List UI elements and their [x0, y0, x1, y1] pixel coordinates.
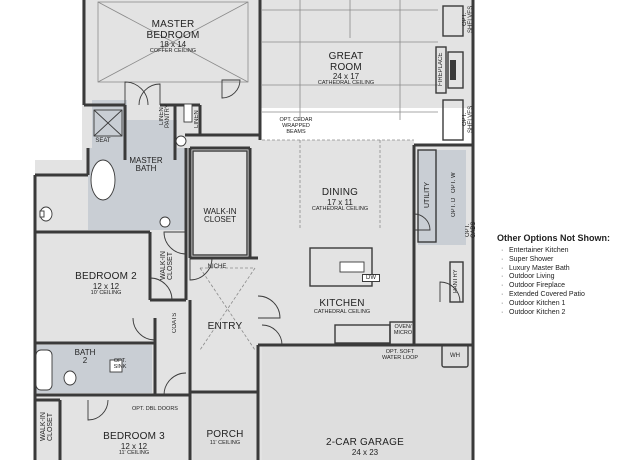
- options-item: Super Shower: [501, 256, 637, 265]
- bath2-name-2: 2: [82, 356, 88, 366]
- bedroom3-name: BEDROOM 3: [103, 431, 165, 442]
- great-room-note: CATHEDRAL CEILING: [317, 80, 375, 87]
- master-bedroom-dims: 18 x 14: [159, 40, 187, 49]
- seat-label: SEAT: [95, 138, 111, 144]
- dining-note: CATHEDRAL CEILING: [311, 205, 369, 212]
- bedroom2-name: BEDROOM 2: [75, 271, 137, 282]
- opt-cedar-2: WRAPPED: [282, 122, 310, 129]
- options-item: Outdoor Fireplace: [501, 282, 637, 291]
- ceiling-lines: [97, 0, 438, 351]
- bedroom2-dims: 12 x 12: [92, 281, 120, 291]
- kitchen-note: CATHEDRAL CEILING: [313, 308, 371, 315]
- wh-label: WH: [450, 353, 460, 359]
- bath2-name-1: BATH: [74, 348, 96, 357]
- great-room-dims: 24 x 17: [332, 72, 360, 81]
- walk-in-closet-b2-label: WALK-IN CLOSET: [160, 251, 174, 281]
- great-room-label: GREAT ROOM 24 x 17 CATHEDRAL CEILING: [300, 51, 392, 87]
- opt-cedar-3: BEAMS: [286, 128, 306, 135]
- garage-label: 2-CAR GARAGE 24 x 23: [310, 437, 420, 457]
- great-room-name-2: ROOM: [330, 61, 362, 73]
- bedroom3-note: 11' CEILING: [118, 449, 150, 456]
- entry-label: ENTRY: [200, 321, 250, 333]
- oven-micro-2: MICRO: [393, 329, 413, 336]
- options-item: Outdoor Kitchen 1: [501, 300, 637, 309]
- oven-micro-label: OVEN/ MICRO: [390, 324, 416, 337]
- options-item: Outdoor Kitchen 2: [501, 309, 637, 318]
- opt-cabs-label: OPT. CABS: [465, 221, 477, 239]
- pantry-label: PANTRY: [453, 269, 459, 293]
- walk-in-closet-master-label: WALK-IN CLOSET: [196, 207, 244, 225]
- opt-cedar-1: OPT. CEDAR: [279, 117, 313, 123]
- options-item: Outdoor Living: [501, 273, 637, 282]
- master-bedroom-name-2: BEDROOM: [146, 29, 200, 41]
- bedroom2-note: 10' CEILING: [90, 289, 122, 296]
- master-bath-name-1: MASTER: [129, 156, 163, 165]
- fireplace-label: FIREPLACE: [438, 52, 444, 86]
- opt-cedar-beams-label: OPT. CEDAR WRAPPED BEAMS: [272, 117, 320, 135]
- linen-pantry-label: LINEN PANTRY: [159, 104, 171, 128]
- opt-dbl-doors-label: OPT. DBL DOORS: [132, 406, 178, 412]
- options-item: Extended Covered Patio: [501, 291, 637, 300]
- options-item: Luxury Master Bath: [501, 265, 637, 274]
- bedroom3-label: BEDROOM 3 12 x 12 11' CEILING: [96, 431, 172, 457]
- dining-dims: 17 x 11: [327, 197, 353, 207]
- garage-dims: 24 x 23: [351, 447, 379, 457]
- garage-name: 2-CAR GARAGE: [326, 437, 404, 448]
- utility-label: UTILITY: [424, 181, 431, 209]
- walk-in-closet-master-2: CLOSET: [203, 215, 236, 225]
- porch-note: 11' CEILING: [209, 439, 241, 446]
- opt-sink-2: SINK: [113, 363, 127, 370]
- fixtures: [35, 103, 365, 391]
- bedroom3-dims: 12 x 12: [120, 441, 148, 451]
- dw-label: DW: [362, 274, 380, 283]
- opt-soft-water-2: WATER LOOP: [381, 354, 419, 361]
- options-panel: Other Options Not Shown: Entertainer Kit…: [497, 233, 637, 317]
- walls: [33, 0, 475, 460]
- opt-soft-water-1: OPT. SOFT: [385, 349, 415, 355]
- opt-soft-water-label: OPT. SOFT WATER LOOP: [372, 349, 428, 362]
- options-item: Entertainer Kitchen: [501, 247, 637, 256]
- coats-label: COATS: [172, 312, 178, 334]
- doors: [87, 79, 461, 421]
- oven-micro-1: OVEN/: [394, 324, 412, 330]
- dining-label: DINING 17 x 11 CATHEDRAL CEILING: [300, 187, 380, 213]
- opt-shelves-bottom-label: OPT. SHELVES: [462, 105, 474, 133]
- master-bedroom-label: MASTER BEDROOM 18 x 14 COFFER CEILING: [125, 19, 221, 55]
- fireplace-glyph: [450, 60, 456, 80]
- options-list: Entertainer Kitchen Super Shower Luxury …: [497, 247, 637, 317]
- porch-name: PORCH: [206, 429, 244, 440]
- dining-name: DINING: [321, 187, 359, 198]
- walk-in-closet-b3-label: WALK-IN CLOSET: [40, 412, 54, 442]
- porch-label: PORCH 11' CEILING: [197, 429, 253, 446]
- master-bath-label: MASTER BATH: [126, 156, 166, 174]
- kitchen-label: KITCHEN CATHEDRAL CEILING: [300, 298, 384, 315]
- opt-sink-label: OPT. SINK: [110, 358, 130, 371]
- thin-walls: [192, 5, 469, 368]
- master-bedroom-name-1: MASTER: [151, 19, 195, 30]
- walk-in-closet-master-1: WALK-IN: [203, 207, 237, 216]
- opt-sink-1: OPT.: [113, 358, 127, 364]
- entry-name: ENTRY: [207, 321, 243, 332]
- opt-w-label: OPT. W: [451, 172, 457, 194]
- garage-fill: [193, 345, 474, 460]
- linen-master-label: LINEN: [194, 110, 200, 128]
- master-bath-name-2: BATH: [135, 164, 157, 174]
- opt-d-label: OPT. D: [451, 197, 457, 217]
- bedroom2-label: BEDROOM 2 12 x 12 10' CEILING: [70, 271, 142, 297]
- great-room-name-1: GREAT: [328, 51, 364, 62]
- master-bedroom-note: COFFER CEILING: [149, 48, 197, 55]
- niche-label: NICHE: [207, 264, 227, 270]
- opt-shelves-top-label: OPT. SHELVES: [462, 5, 474, 33]
- kitchen-name: KITCHEN: [319, 298, 365, 309]
- options-title: Other Options Not Shown:: [497, 233, 610, 243]
- bath2-label: BATH 2: [68, 348, 102, 366]
